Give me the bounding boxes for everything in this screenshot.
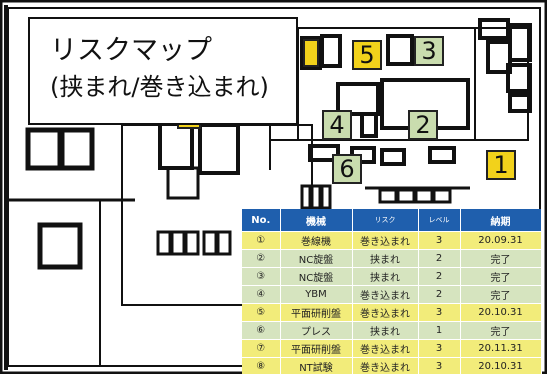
machine	[156, 230, 172, 256]
machine	[414, 188, 434, 204]
machine	[198, 123, 240, 175]
cell-risk: 挟まれ	[352, 249, 419, 268]
machine	[428, 146, 456, 164]
cell-due: 完了	[460, 249, 542, 268]
table-header-row: No. 機械 リスク レベル 納期	[242, 209, 542, 232]
cell-due: 完了	[460, 285, 542, 304]
cell-risk: 巻き込まれ	[352, 285, 419, 304]
machine	[378, 188, 398, 204]
cell-due: 完了	[460, 267, 542, 286]
cell-machine: NT試験	[280, 357, 353, 374]
cell-level: 2	[418, 267, 461, 286]
cell-level: 3	[418, 303, 461, 322]
cell-no: ①	[242, 231, 281, 250]
machine	[432, 188, 452, 204]
risk-marker-4: 4	[322, 110, 352, 140]
title-sub: (挟まれ/巻き込まれ)	[50, 73, 269, 101]
risk-marker-2: 2	[408, 110, 438, 140]
machine	[170, 230, 186, 256]
cell-no: ③	[242, 267, 281, 286]
header-level: レベル	[418, 209, 461, 232]
header-machine: 機械	[280, 209, 353, 232]
machine	[216, 230, 232, 256]
machine	[184, 230, 200, 256]
cell-machine: 平面研削盤	[280, 303, 353, 322]
cell-machine: NC旋盤	[280, 267, 353, 286]
cell-machine: YBM	[280, 285, 353, 304]
machine	[308, 144, 340, 162]
cell-machine: NC旋盤	[280, 249, 353, 268]
cell-risk: 巻き込まれ	[352, 339, 419, 358]
machine	[310, 184, 322, 210]
machine	[59, 127, 95, 171]
cell-machine: プレス	[280, 321, 353, 340]
cell-no: ④	[242, 285, 281, 304]
cell-no: ⑧	[242, 357, 281, 374]
machine	[396, 188, 416, 204]
risk-marker-3: 3	[414, 36, 444, 66]
cell-risk: 挟まれ	[352, 321, 419, 340]
cell-no: ⑦	[242, 339, 281, 358]
machine	[166, 166, 200, 200]
risk-marker-6: 6	[332, 154, 362, 184]
cell-due: 20.09.31	[460, 231, 542, 250]
marker-partial-yellow	[303, 39, 319, 67]
cell-risk: 巻き込まれ	[352, 303, 419, 322]
cell-level: 2	[418, 249, 461, 268]
machine	[360, 112, 378, 138]
machine	[508, 93, 532, 113]
cell-no: ⑤	[242, 303, 281, 322]
title-main: リスクマップ	[50, 35, 212, 66]
cell-level: 3	[418, 357, 461, 374]
cell-machine: 巻線機	[280, 231, 353, 250]
header-risk: リスク	[352, 209, 419, 232]
machine	[37, 222, 83, 270]
risk-marker-1: 1	[486, 150, 516, 180]
cell-no: ②	[242, 249, 281, 268]
cell-due: 完了	[460, 321, 542, 340]
cell-due: 20.11.31	[460, 339, 542, 358]
header-due: 納期	[460, 209, 542, 232]
cell-machine: 平面研削盤	[280, 339, 353, 358]
machine	[320, 184, 332, 210]
title-box: リスクマップ (挟まれ/巻き込まれ)	[28, 17, 298, 125]
cell-risk: 巻き込まれ	[352, 231, 419, 250]
cell-risk: 巻き込まれ	[352, 357, 419, 374]
machine	[386, 34, 414, 66]
machine	[380, 148, 406, 166]
risk-marker-5: 5	[352, 40, 382, 70]
cell-risk: 挟まれ	[352, 267, 419, 286]
machine	[300, 184, 312, 210]
machine	[508, 23, 532, 62]
machine	[320, 34, 342, 68]
machine	[202, 230, 218, 256]
cell-level: 3	[418, 231, 461, 250]
machine	[336, 82, 380, 116]
cell-level: 2	[418, 285, 461, 304]
cell-due: 20.10.31	[460, 303, 542, 322]
header-no: No.	[242, 209, 281, 232]
cell-due: 20.10.31	[460, 357, 542, 374]
machine	[25, 127, 63, 171]
cell-level: 1	[418, 321, 461, 340]
cell-level: 3	[418, 339, 461, 358]
cell-no: ⑥	[242, 321, 281, 340]
machine	[506, 63, 532, 93]
